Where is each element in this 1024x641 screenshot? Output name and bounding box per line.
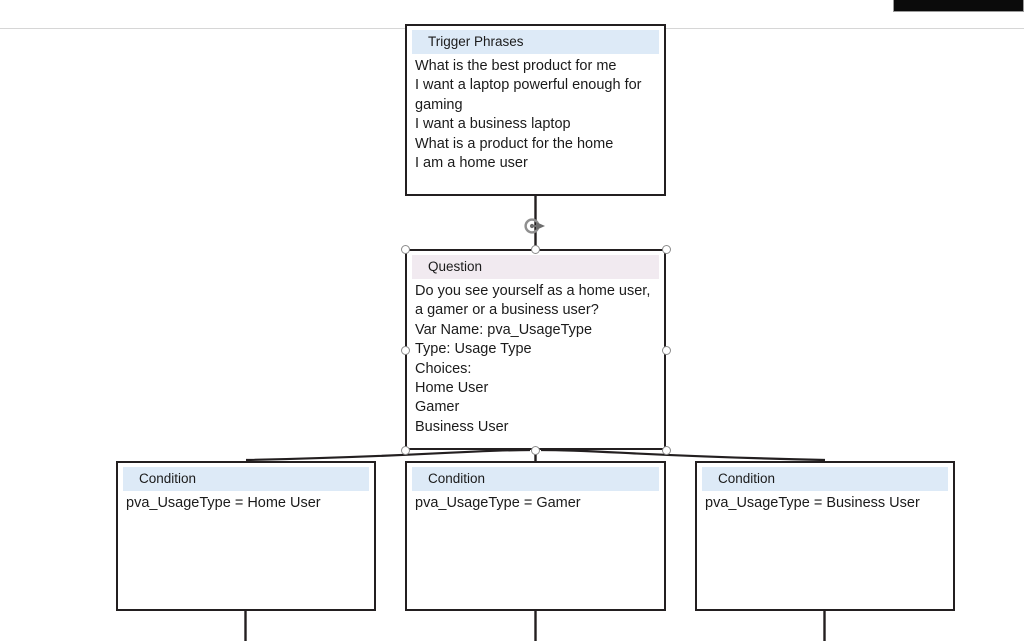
node-condition-business-user[interactable]: Condition pva_UsageType = Business User xyxy=(695,461,955,611)
condition-line: pva_UsageType = Home User xyxy=(126,495,321,511)
selection-handle-bottom-right[interactable] xyxy=(661,445,671,455)
condition-business-header-wrap: Condition xyxy=(697,463,953,491)
trigger-line: I am a home user xyxy=(415,155,528,172)
selection-handle-bottom-center[interactable] xyxy=(530,445,540,455)
node-condition-business-user-title: Condition xyxy=(702,467,948,491)
node-condition-home-user[interactable]: Condition pva_UsageType = Home User xyxy=(116,461,376,611)
node-condition-home-user-body: pva_UsageType = Home User xyxy=(118,491,374,517)
selection-handle-top-right[interactable] xyxy=(661,244,671,254)
node-question-title: Question xyxy=(412,255,659,279)
trigger-line: I want a business laptop xyxy=(415,116,571,133)
question-line: Business User xyxy=(415,418,509,435)
question-line: Gamer xyxy=(415,399,460,416)
node-condition-gamer-title: Condition xyxy=(412,467,659,491)
node-condition-business-user-body: pva_UsageType = Business User xyxy=(697,491,953,517)
node-trigger-phrases[interactable]: Trigger Phrases What is the best product… xyxy=(405,24,666,196)
question-line: Choices: xyxy=(415,360,472,377)
selection-handle-top-center[interactable] xyxy=(530,244,540,254)
node-condition-gamer-body: pva_UsageType = Gamer xyxy=(407,491,664,517)
question-line: Home User xyxy=(415,380,489,397)
node-question[interactable]: Question Do you see yourself as a home u… xyxy=(405,249,666,450)
node-condition-gamer[interactable]: Condition pva_UsageType = Gamer xyxy=(405,461,666,611)
selection-handle-bottom-left[interactable] xyxy=(400,445,410,455)
top-right-black-bar xyxy=(893,0,1024,12)
mouse-pointer-connector-icon xyxy=(523,215,549,241)
trigger-line: I want a laptop powerful enough for xyxy=(415,77,642,94)
node-trigger-phrases-body: What is the best product for me I want a… xyxy=(407,54,664,177)
question-line: Type: Usage Type xyxy=(415,341,532,358)
condition-home-header-wrap: Condition xyxy=(118,463,374,491)
question-line: Do you see yourself as a home user, xyxy=(415,283,651,299)
node-condition-home-user-title: Condition xyxy=(123,467,369,491)
question-line: Var Name: pva_UsageType xyxy=(415,321,593,338)
node-trigger-phrases-title: Trigger Phrases xyxy=(412,30,659,54)
node-question-body: Do you see yourself as a home user, a ga… xyxy=(407,279,664,441)
selection-handle-middle-right[interactable] xyxy=(661,345,671,355)
trigger-line: What is a product for the home xyxy=(415,135,614,152)
trigger-header-wrap: Trigger Phrases xyxy=(407,26,664,54)
condition-line: pva_UsageType = Business User xyxy=(705,495,920,511)
question-line: a gamer or a business user? xyxy=(415,302,599,319)
condition-gamer-header-wrap: Condition xyxy=(407,463,664,491)
trigger-line: gaming xyxy=(415,96,463,113)
trigger-line: What is the best product for me xyxy=(415,58,617,74)
selection-handle-top-left[interactable] xyxy=(400,244,410,254)
selection-handle-middle-left[interactable] xyxy=(400,345,410,355)
connector-question-to-condition-home xyxy=(245,448,531,462)
condition-line: pva_UsageType = Gamer xyxy=(415,495,581,511)
connector-question-to-condition-business xyxy=(540,448,826,462)
question-header-wrap: Question xyxy=(407,251,664,279)
